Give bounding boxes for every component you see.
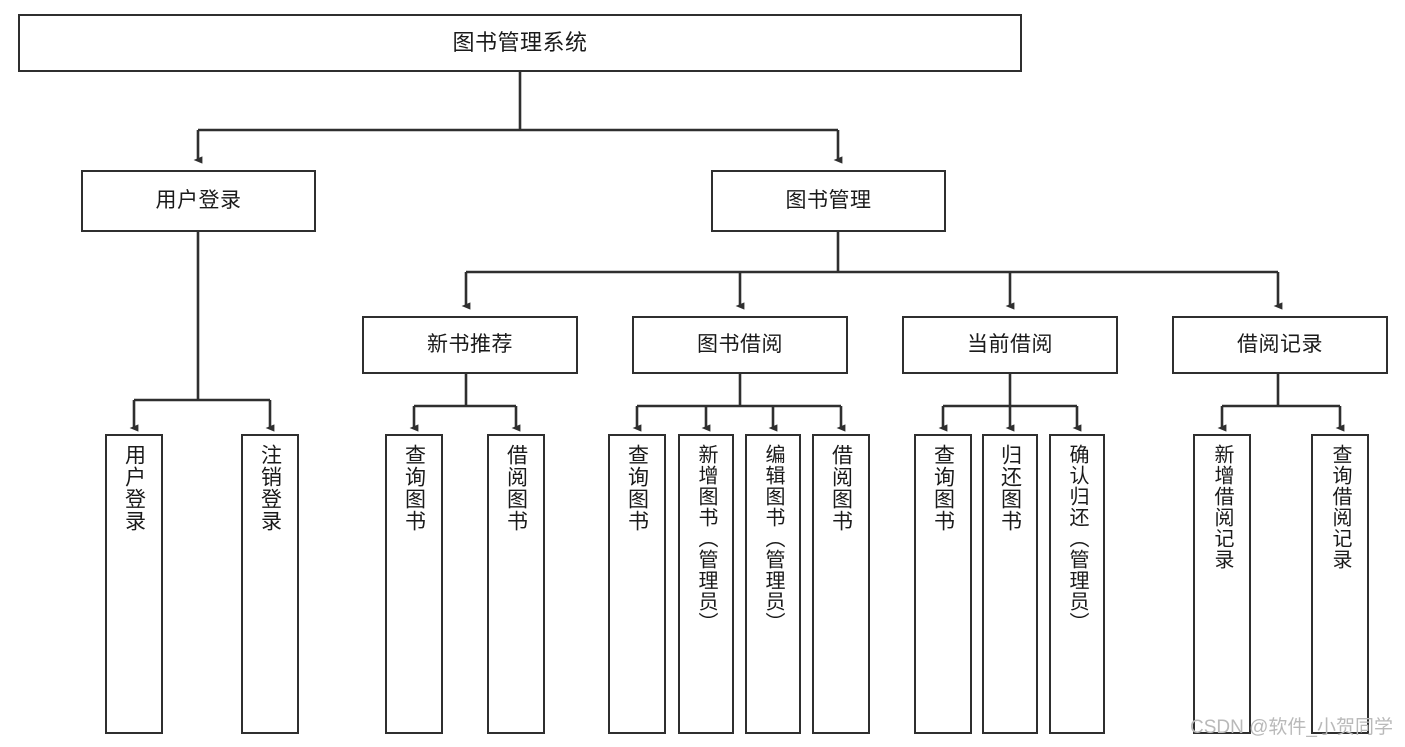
node-label: 图书管理系统: [452, 30, 588, 56]
node-leaf-borrow-book-recommend[interactable]: 借阅图书: [487, 434, 545, 734]
node-label: 查询图书: [931, 444, 955, 532]
node-leaf-return-book[interactable]: 归还图书: [982, 434, 1038, 734]
node-book-management[interactable]: 图书管理: [711, 170, 946, 232]
node-leaf-query-borrow-record[interactable]: 查询借阅记录: [1311, 434, 1369, 734]
node-label: 确认归还（管理员）: [1066, 444, 1088, 633]
node-new-book-recommend[interactable]: 新书推荐: [362, 316, 578, 374]
node-label: 归还图书: [998, 444, 1022, 532]
node-label: 编辑图书（管理员）: [762, 444, 784, 633]
node-book-borrow[interactable]: 图书借阅: [632, 316, 848, 374]
node-leaf-query-book-current[interactable]: 查询图书: [914, 434, 972, 734]
node-label: 注销登录: [258, 444, 282, 532]
node-label: 新增图书（管理员）: [695, 444, 717, 633]
node-leaf-user-logout[interactable]: 注销登录: [241, 434, 299, 734]
node-label: 新书推荐: [427, 332, 513, 356]
node-label: 图书管理: [785, 188, 872, 212]
node-label: 借阅图书: [829, 444, 853, 532]
node-root-book-management-system[interactable]: 图书管理系统: [18, 14, 1022, 72]
node-user-login[interactable]: 用户登录: [81, 170, 316, 232]
node-leaf-query-book-recommend[interactable]: 查询图书: [385, 434, 443, 734]
node-leaf-user-login[interactable]: 用户登录: [105, 434, 163, 734]
node-label: 用户登录: [122, 444, 146, 532]
node-leaf-confirm-return-admin[interactable]: 确认归还（管理员）: [1049, 434, 1105, 734]
node-label: 借阅记录: [1237, 332, 1323, 356]
node-label: 借阅图书: [504, 444, 528, 532]
node-leaf-borrow-book-borrow[interactable]: 借阅图书: [812, 434, 870, 734]
node-current-borrow[interactable]: 当前借阅: [902, 316, 1118, 374]
node-label: 当前借阅: [967, 332, 1053, 356]
node-leaf-edit-book-admin[interactable]: 编辑图书（管理员）: [745, 434, 801, 734]
node-label: 用户登录: [155, 188, 242, 212]
node-leaf-add-book-admin[interactable]: 新增图书（管理员）: [678, 434, 734, 734]
node-label: 查询图书: [402, 444, 426, 532]
node-label: 查询借阅记录: [1329, 444, 1351, 570]
node-label: 图书借阅: [697, 332, 783, 356]
node-leaf-add-borrow-record[interactable]: 新增借阅记录: [1193, 434, 1251, 734]
csdn-watermark: CSDN @软件_小贺同学: [1190, 717, 1393, 738]
node-label: 新增借阅记录: [1211, 444, 1233, 570]
node-leaf-query-book-borrow[interactable]: 查询图书: [608, 434, 666, 734]
node-borrow-record[interactable]: 借阅记录: [1172, 316, 1388, 374]
node-label: 查询图书: [625, 444, 649, 532]
